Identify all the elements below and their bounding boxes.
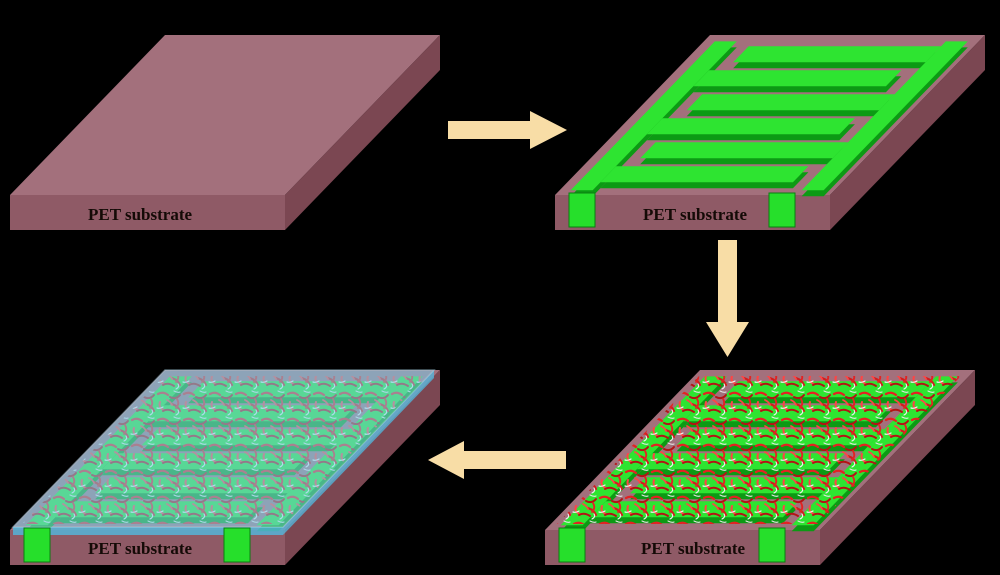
substrate-side-face-step4 xyxy=(285,370,440,565)
encapsulation-film xyxy=(11,369,436,535)
substrate-top-face-step1 xyxy=(10,35,440,195)
electrode-contact-pads xyxy=(23,192,796,563)
substrate-front-faces xyxy=(10,195,830,565)
film-top-face xyxy=(11,369,436,528)
pet-substrate-label-step2: PET substrate xyxy=(643,205,748,224)
substrate-side-face-step2 xyxy=(830,35,985,230)
pet-substrate-label-step4: PET substrate xyxy=(88,539,193,558)
film-side-edge xyxy=(283,370,434,535)
contact-pad-step4-right xyxy=(223,527,251,563)
substrate-front-face-step4 xyxy=(10,530,285,565)
process-arrows xyxy=(428,111,749,479)
substrate-front-face-step1 xyxy=(10,195,285,230)
substrate-side-face-step1 xyxy=(285,35,440,230)
substrate-front-face-step3 xyxy=(545,530,820,565)
substrate-side-face-step3 xyxy=(820,370,975,565)
contact-pad-step3-right xyxy=(758,527,786,563)
substrate-front-face-step2 xyxy=(555,195,830,230)
nanowire-mesh-step3 xyxy=(557,376,961,524)
pet-substrate-label-step1: PET substrate xyxy=(88,205,193,224)
arrow-right-icon xyxy=(448,111,567,149)
film-front-edge xyxy=(13,527,283,535)
labels: PET substrate PET substrate PET substrat… xyxy=(88,205,748,558)
substrate-side-faces xyxy=(285,35,985,565)
contact-pad-step4-left xyxy=(23,527,51,563)
contact-pad-step2-left xyxy=(568,192,596,228)
contact-pad-step2-right xyxy=(768,192,796,228)
pet-substrate-label-step3: PET substrate xyxy=(641,539,746,558)
contact-pad-step3-left xyxy=(558,527,586,563)
arrow-down-icon xyxy=(706,240,749,357)
arrow-left-icon xyxy=(428,441,566,479)
